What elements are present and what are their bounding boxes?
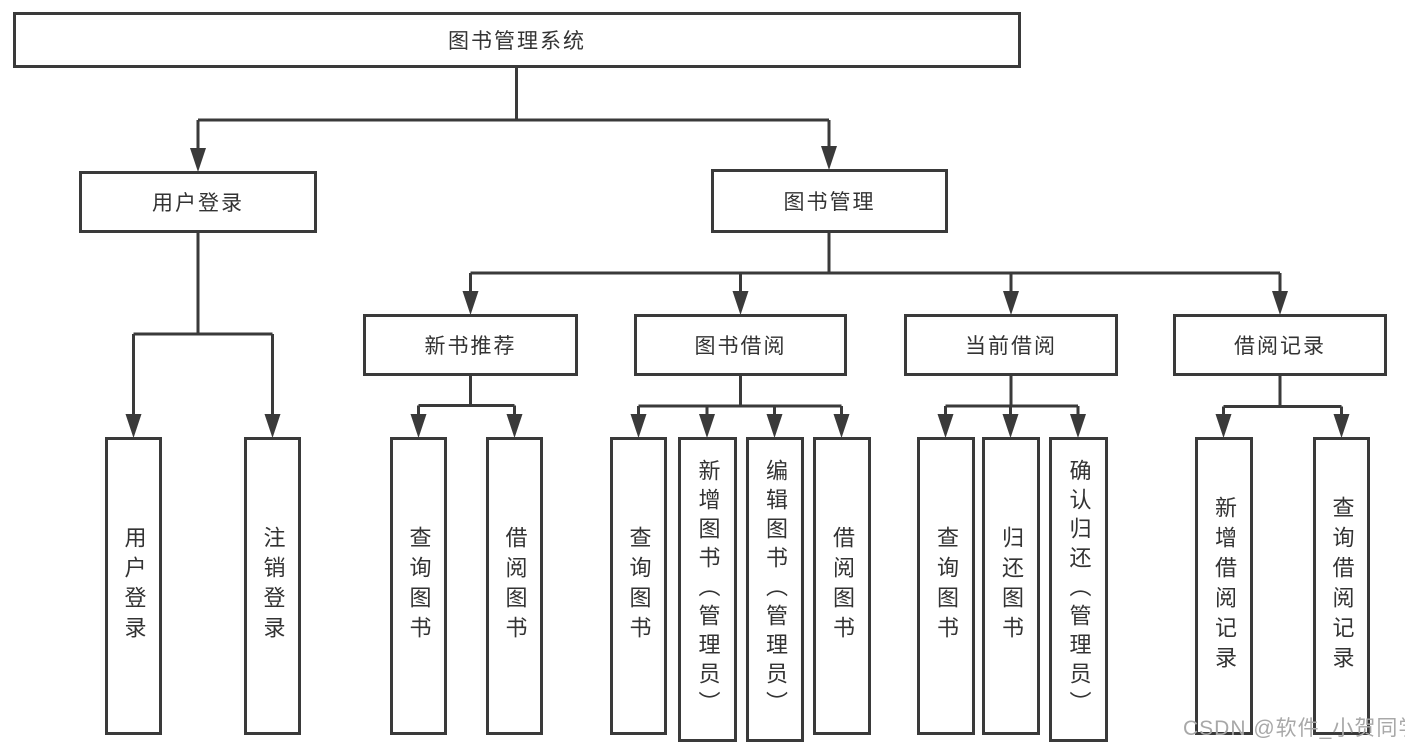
arrowheads [125, 146, 1350, 438]
node-current-borrow: 当前借阅 [904, 314, 1118, 376]
node-user-login: 用户登录 [79, 171, 317, 233]
leaf-return-books: 归还图书 [982, 437, 1040, 735]
watermark: CSDN @软件_小贺同学 [1183, 717, 1405, 740]
leaf-add-books-admin: 新增图书（管理员） [678, 437, 737, 742]
leaf-borrow-books-2: 借阅图书 [813, 437, 871, 735]
leaf-query-borrow-record: 查询借阅记录 [1313, 437, 1370, 735]
leaf-user-login: 用户登录 [105, 437, 162, 735]
leaf-logout: 注销登录 [244, 437, 301, 735]
leaf-edit-books-admin: 编辑图书（管理员） [746, 437, 804, 742]
node-book-management: 图书管理 [711, 169, 948, 233]
leaf-query-books-3: 查询图书 [917, 437, 975, 735]
leaf-query-books-2: 查询图书 [610, 437, 667, 735]
node-book-borrow: 图书借阅 [634, 314, 847, 376]
node-new-books: 新书推荐 [363, 314, 578, 376]
node-borrow-records: 借阅记录 [1173, 314, 1387, 376]
leaf-query-books-1: 查询图书 [390, 437, 447, 735]
leaf-borrow-books-1: 借阅图书 [486, 437, 543, 735]
leaf-confirm-return-admin: 确认归还（管理员） [1049, 437, 1108, 742]
leaf-add-borrow-record: 新增借阅记录 [1195, 437, 1253, 735]
node-root: 图书管理系统 [13, 12, 1021, 68]
